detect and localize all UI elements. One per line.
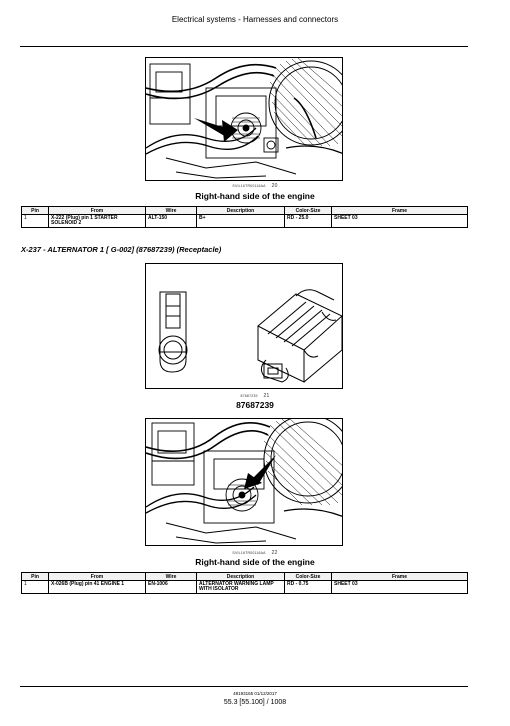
figure-2-ref-code: 87687239: [240, 394, 258, 398]
cell-color-size: RD - 0.75: [284, 579, 332, 595]
col-from: From: [48, 572, 146, 581]
col-pin: Pin: [21, 206, 49, 215]
figure-3-ref-code: SVIL16TR00116AA: [232, 551, 266, 555]
footer-document-number: 48193165 01/12/2017: [233, 691, 277, 696]
cell-wire: ALT-150: [145, 213, 197, 229]
connector-table-1: Pin From Wire Description Color-Size Fra…: [21, 206, 468, 229]
connector-figure: [145, 263, 343, 389]
figure-2-number: 21: [263, 393, 270, 399]
engine-figure-1: [145, 57, 343, 181]
cell-color-size: RD - 25.0: [284, 213, 332, 229]
figure-3-number: 22: [271, 550, 278, 556]
col-description: Description: [196, 206, 285, 215]
cell-description: B+: [196, 213, 285, 229]
cell-from: X-222 (Plug) pin 1 STARTER SOLENOID 2: [48, 213, 146, 229]
connector-section-heading: X-237 - ALTERNATOR 1 [ G-002] (87687239)…: [21, 245, 222, 254]
cell-frame: SHEET 03: [331, 579, 468, 595]
engine-illustration-2: [146, 419, 342, 545]
connector-table-2: Pin From Wire Description Color-Size Fra…: [21, 572, 468, 595]
header-rule: [20, 46, 468, 47]
figure-1-ref-code: SVIL16TR00116AA: [232, 184, 266, 188]
col-color-size: Color-Size: [284, 572, 332, 581]
col-frame: Frame: [331, 206, 468, 215]
col-frame: Frame: [331, 572, 468, 581]
col-wire: Wire: [145, 572, 197, 581]
col-wire: Wire: [145, 206, 197, 215]
figure-1-caption: Right-hand side of the engine: [195, 191, 315, 201]
col-color-size: Color-Size: [284, 206, 332, 215]
table-row: 1 X-222 (Plug) pin 1 STARTER SOLENOID 2 …: [21, 213, 468, 229]
col-pin: Pin: [21, 572, 49, 581]
table-header-row: Pin From Wire Description Color-Size Fra…: [21, 572, 468, 581]
figure-3-ref: SVIL16TR00116AA 22: [0, 550, 510, 556]
cell-frame: SHEET 03: [331, 213, 468, 229]
col-description: Description: [196, 572, 285, 581]
engine-illustration-1: [146, 58, 342, 180]
figure-1-number: 20: [271, 183, 278, 189]
figure-3-caption: Right-hand side of the engine: [195, 557, 315, 567]
table-row: 1 X-026B (Plug) pin 41 ENGINE 1 EN-1006 …: [21, 579, 468, 595]
figure-2-ref: 87687239 21: [0, 393, 510, 399]
cell-wire: EN-1006: [145, 579, 197, 595]
engine-figure-2: [145, 418, 343, 546]
cell-pin: 1: [21, 579, 49, 595]
connector-illustration: [158, 289, 342, 383]
col-from: From: [48, 206, 146, 215]
cell-pin: 1: [21, 213, 49, 229]
footer-rule: [20, 686, 468, 687]
page-header: Electrical systems - Harnesses and conne…: [171, 15, 339, 24]
footer-page-number: 55.3 [55.100] / 1008: [223, 699, 287, 706]
figure-2-caption: 87687239: [236, 400, 274, 410]
cell-from: X-026B (Plug) pin 41 ENGINE 1: [48, 579, 146, 595]
figure-1-ref: SVIL16TR00116AA 20: [0, 183, 510, 189]
cell-description: ALTERNATOR WARNING LAMP WITH ISOLATOR: [196, 579, 285, 595]
table-header-row: Pin From Wire Description Color-Size Fra…: [21, 206, 468, 215]
